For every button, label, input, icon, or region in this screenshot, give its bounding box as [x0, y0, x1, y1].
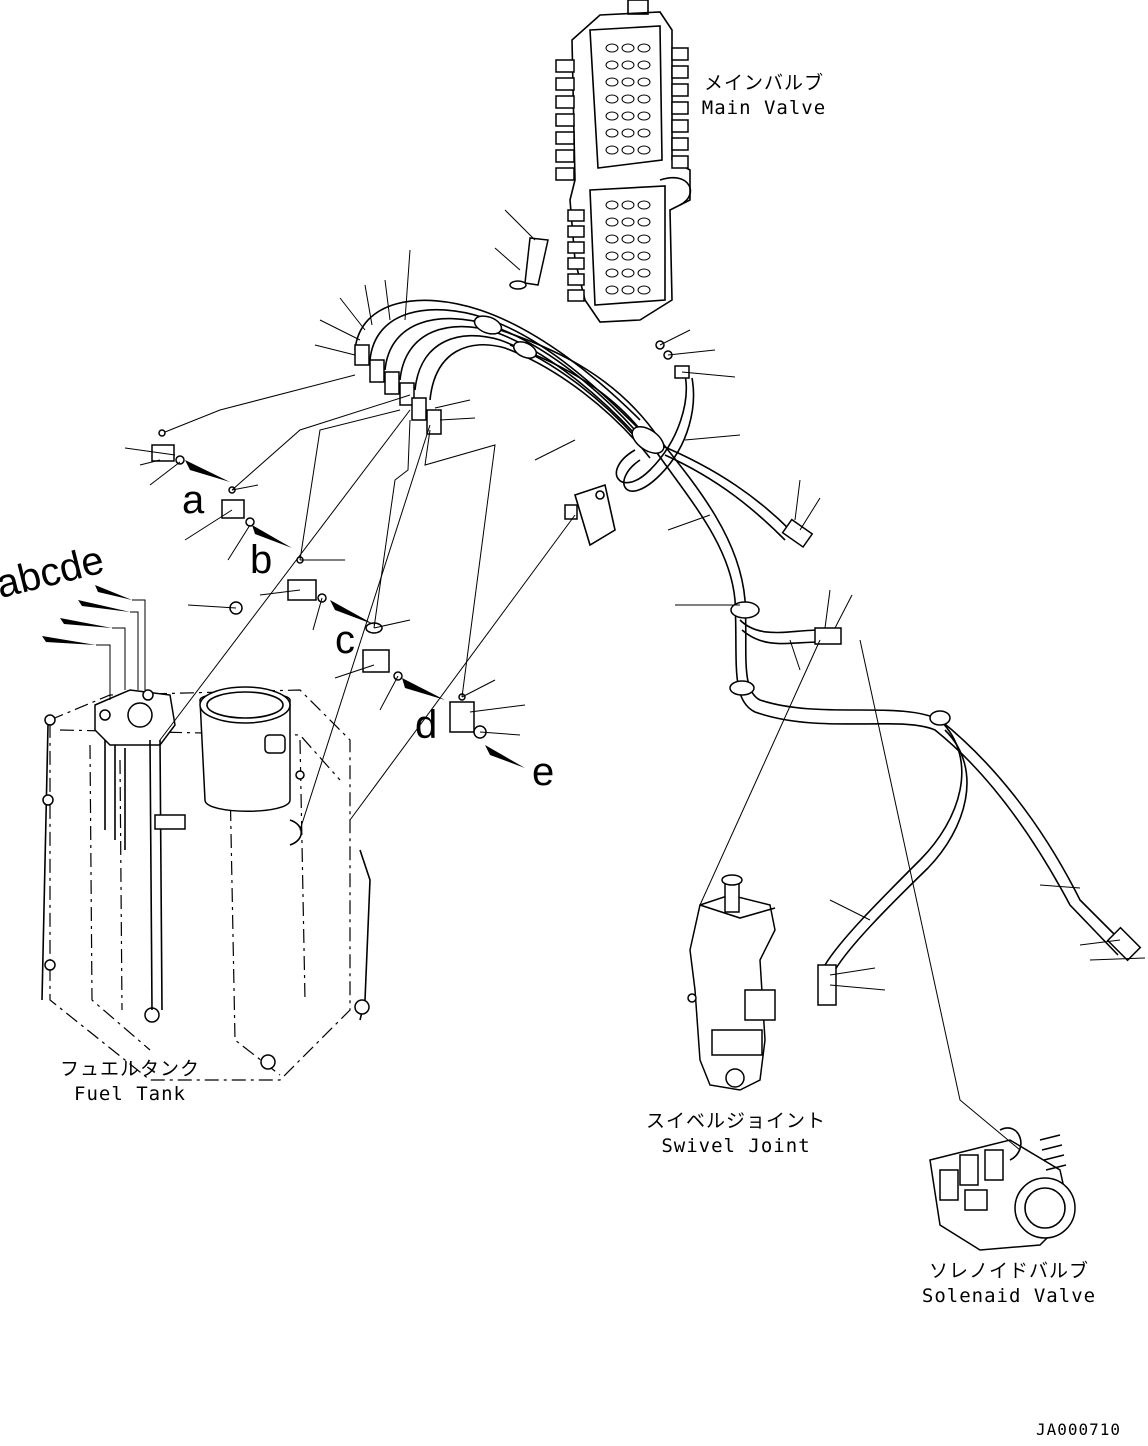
- valve-port-hole: [605, 111, 619, 121]
- valve-port-hole: [621, 285, 635, 295]
- valve-spool-cap: [555, 149, 575, 163]
- valve-spool-cap: [567, 225, 585, 238]
- valve-port-hole: [621, 111, 635, 121]
- valve-port-hole: [605, 285, 619, 295]
- valve-spool-cap: [567, 257, 585, 270]
- valve-spool-cap: [671, 101, 689, 115]
- valve-port-hole: [637, 94, 651, 104]
- valve-port-hole: [605, 77, 619, 87]
- swivel-joint-label-jp: スイベルジョイント: [646, 1110, 827, 1132]
- valve-spool-cap: [567, 241, 585, 254]
- fuel-tank-drawing: [41, 686, 371, 1081]
- valve-spool-cap: [671, 65, 689, 79]
- solenoid-valve-label-jp: ソレノイドバルブ: [928, 1260, 1089, 1282]
- valve-port-hole: [637, 60, 651, 70]
- valve-spool-cap: [555, 77, 575, 91]
- valve-port-hole: [621, 217, 635, 227]
- valve-port-hole: [605, 94, 619, 104]
- connection-letter-d: d: [415, 703, 438, 747]
- main-valve-drawing: [555, 0, 692, 323]
- valve-port-hole: [637, 43, 651, 53]
- connection-letter-a: a: [182, 478, 205, 522]
- solenoid-valve-label-en: Solenaid Valve: [921, 1285, 1097, 1307]
- valve-port-hole: [637, 217, 651, 227]
- valve-spool-cap: [671, 119, 689, 133]
- valve-port-hole: [621, 268, 635, 278]
- valve-port-hole: [621, 251, 635, 261]
- valve-port-hole: [637, 251, 651, 261]
- valve-spool-cap: [555, 131, 575, 145]
- valve-port-hole: [621, 128, 635, 138]
- valve-spool-cap: [671, 155, 689, 169]
- valve-port-hole: [605, 60, 619, 70]
- valve-port-hole: [637, 268, 651, 278]
- connection-letter-b: b: [250, 538, 273, 582]
- valve-spool-cap: [555, 113, 575, 127]
- valve-port-hole: [621, 60, 635, 70]
- valve-spool-cap: [555, 59, 575, 73]
- valve-spool-cap: [567, 209, 585, 222]
- swivel-joint-drawing: [687, 874, 776, 1091]
- valve-port-hole: [621, 94, 635, 104]
- valve-port-hole: [637, 234, 651, 244]
- valve-port-hole: [605, 145, 619, 155]
- main-valve-label-jp: メインバルブ: [703, 72, 824, 94]
- leader-lines: [124, 209, 1146, 1151]
- valve-spool-cap: [671, 47, 689, 61]
- valve-port-hole: [637, 145, 651, 155]
- swivel-joint-label-en: Swivel Joint: [661, 1135, 811, 1157]
- hose-bundle-drawing: [354, 237, 1142, 1006]
- fittings-drawing: [42, 429, 525, 768]
- valve-port-hole: [621, 234, 635, 244]
- fuel-tank-label-en: Fuel Tank: [74, 1083, 186, 1105]
- valve-port-hole: [605, 200, 619, 210]
- drawing-code: JA000710: [1036, 1420, 1122, 1439]
- valve-port-hole: [637, 77, 651, 87]
- valve-port-hole: [605, 234, 619, 244]
- connection-letter-c: c: [335, 618, 355, 662]
- valve-spool-cap: [555, 95, 575, 109]
- valve-port-hole: [637, 285, 651, 295]
- valve-port-hole: [621, 77, 635, 87]
- valve-port-hole: [637, 200, 651, 210]
- valve-port-hole: [637, 111, 651, 121]
- main-valve-label-en: Main Valve: [701, 97, 827, 119]
- fuel-tank-label-jp: フュエルタンク: [60, 1058, 201, 1080]
- valve-spool-cap: [671, 83, 689, 97]
- valve-port-hole: [605, 251, 619, 261]
- valve-spool-cap: [567, 273, 585, 286]
- valve-port-hole: [605, 217, 619, 227]
- valve-port-hole: [621, 145, 635, 155]
- valve-spool-cap: [555, 167, 575, 181]
- valve-port-hole: [637, 128, 651, 138]
- valve-port-hole: [605, 128, 619, 138]
- valve-port-hole: [605, 268, 619, 278]
- valve-port-hole: [621, 200, 635, 210]
- valve-port-hole: [605, 43, 619, 53]
- solenoid-valve-drawing: [929, 1127, 1076, 1251]
- connection-letter-e: e: [532, 750, 555, 794]
- valve-port-hole: [621, 43, 635, 53]
- valve-spool-cap: [567, 289, 585, 302]
- valve-spool-cap: [671, 137, 689, 151]
